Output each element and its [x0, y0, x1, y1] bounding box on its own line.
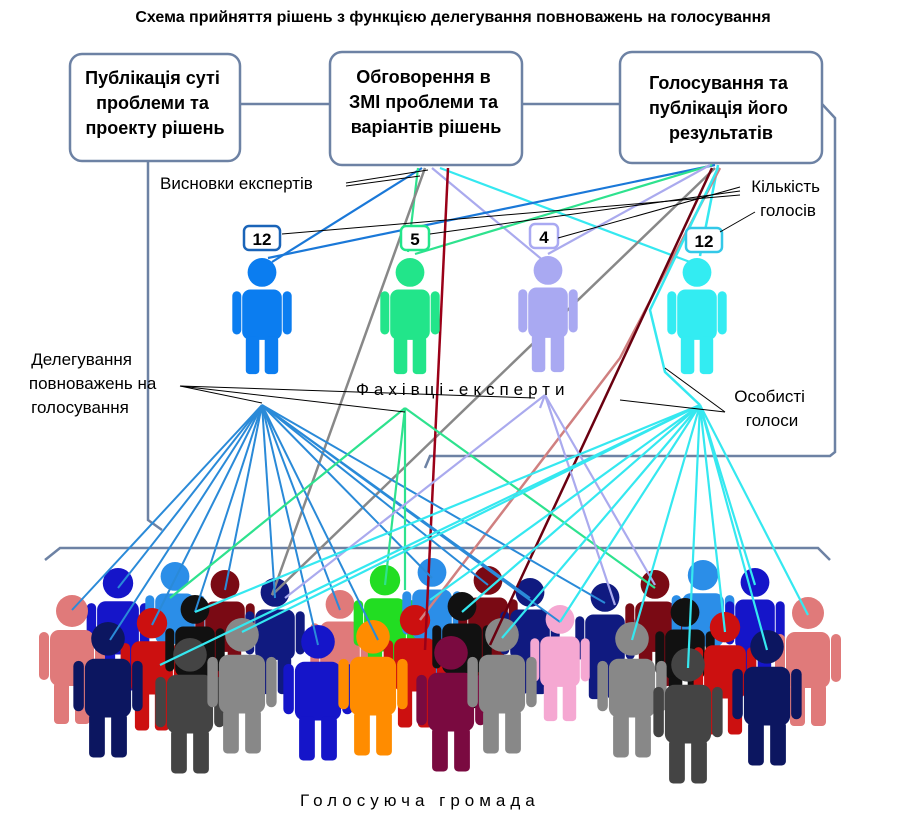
connection-line	[261, 404, 489, 586]
connection-line	[261, 404, 379, 641]
label-delegation: Делегування повноважень на голосування	[29, 350, 161, 417]
connection-line	[261, 404, 433, 579]
connection-line	[686, 404, 702, 669]
vote-badge-2: 5	[399, 224, 431, 252]
svg-text:12: 12	[695, 232, 714, 251]
label-voting-community: Голосуюча громада	[300, 791, 540, 810]
connection-line	[501, 404, 701, 639]
label-vote-count: Кількість голосів	[751, 177, 825, 220]
connection-line	[261, 404, 276, 599]
connection-line	[224, 404, 263, 591]
connection-line	[538, 394, 547, 409]
process-box-voting: Голосування та публікація його результат…	[618, 50, 824, 165]
expert-figure-2	[380, 258, 440, 375]
connection-line	[261, 404, 606, 604]
connection-line	[194, 403, 701, 614]
process-box-discussion: Обговорення в ЗМІ проблеми та варіантів …	[328, 50, 524, 167]
vote-badge-1: 12	[242, 224, 282, 252]
connection-line	[547, 164, 711, 255]
connection-line	[271, 167, 716, 596]
community-member	[597, 622, 667, 758]
connection-line	[488, 167, 714, 646]
community-bracket	[44, 546, 831, 561]
svg-text:4: 4	[539, 228, 549, 247]
connection-line	[261, 404, 341, 611]
connection-line	[404, 407, 656, 589]
connection-line	[559, 404, 701, 623]
community-member	[338, 620, 408, 756]
community-member	[73, 622, 143, 758]
connection-line	[117, 404, 263, 589]
expert-figure-3	[518, 256, 578, 373]
connection-line	[261, 404, 561, 623]
connection-line	[169, 407, 406, 599]
connection-line	[284, 394, 546, 599]
label-expert-conclusions: Висновки експертів	[160, 174, 313, 193]
connection-line	[271, 167, 423, 263]
community-member	[732, 630, 802, 766]
voting-community-crowd	[39, 558, 841, 784]
connection-line	[423, 167, 450, 651]
experts-group	[232, 256, 727, 375]
connection-line	[431, 167, 546, 263]
community-member	[653, 648, 723, 784]
connection-line	[630, 404, 702, 641]
community-member	[207, 618, 277, 754]
connection-line	[429, 404, 701, 601]
connection-line	[261, 404, 406, 409]
connection-line	[267, 163, 716, 260]
expert-figure-1	[232, 258, 292, 375]
connection-line	[461, 404, 701, 613]
connection-line	[699, 404, 809, 616]
connection-line	[698, 404, 769, 651]
label-experts: Фахівці-експерти	[356, 380, 569, 399]
community-member	[467, 618, 537, 754]
label-personal-votes: Особисті голоси	[734, 387, 809, 430]
connection-line	[414, 163, 713, 256]
process-frame	[146, 102, 837, 532]
connection-line	[109, 404, 263, 641]
svg-text:12: 12	[253, 230, 272, 249]
connection-line	[151, 404, 263, 626]
svg-text:Голосування та публікаці: Голосування та публікація його результат…	[649, 73, 793, 143]
annotation-leaders	[179, 169, 756, 413]
vote-badge-4: 12	[684, 226, 724, 254]
process-box-publication: Публікація суті проблеми та проекту ріше…	[68, 52, 242, 163]
connection-line	[241, 404, 701, 633]
vote-badge-3: 4	[528, 222, 560, 250]
connection-line	[261, 404, 319, 646]
svg-text:Обговорення в ЗМІ пробле: Обговорення в ЗМІ проблеми та варіантів …	[349, 67, 503, 137]
connection-line	[194, 404, 263, 613]
connection-line	[543, 394, 617, 606]
diagram-title: Схема прийняття рішень з функцією делегу…	[135, 9, 770, 26]
expert-figure-4	[667, 258, 727, 375]
svg-text:Публікація суті проблеми: Публікація суті проблеми та проекту ріше…	[85, 68, 225, 138]
connection-line	[648, 167, 720, 406]
connection-line	[698, 404, 727, 633]
connection-line	[71, 404, 263, 611]
connection-line	[544, 394, 656, 586]
connection-line	[159, 404, 701, 666]
connection-line	[270, 167, 427, 596]
svg-text:5: 5	[410, 230, 419, 249]
